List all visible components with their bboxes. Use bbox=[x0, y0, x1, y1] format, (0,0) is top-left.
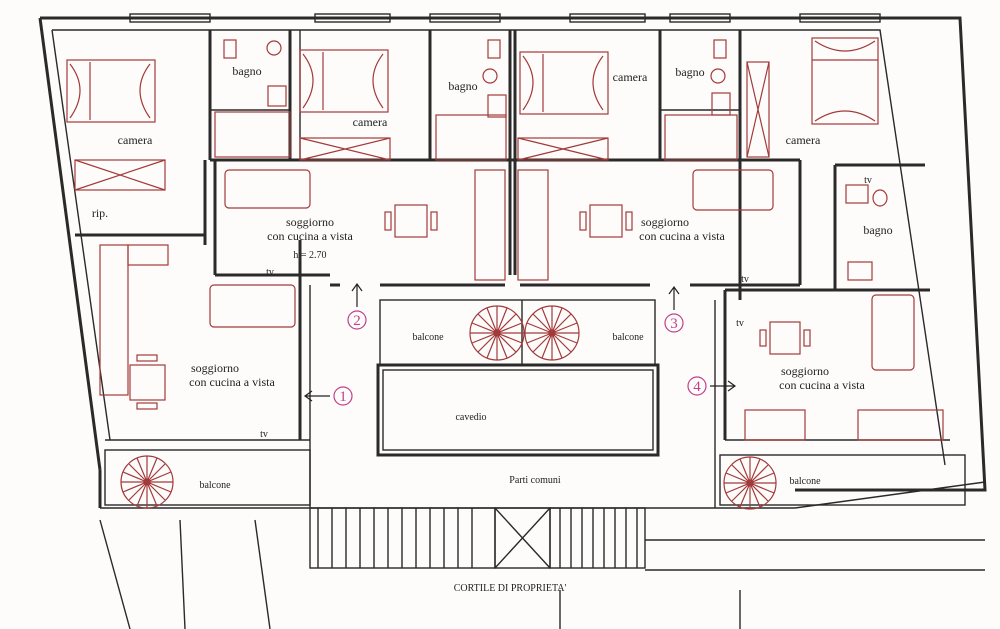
dining-tables bbox=[129, 204, 811, 410]
label-camera-1: camera bbox=[118, 133, 153, 147]
unit-marker-1[interactable]: 1 bbox=[303, 386, 353, 406]
label-tv-3: tv bbox=[260, 429, 268, 440]
interior-walls bbox=[75, 30, 950, 508]
unit-marker-3[interactable]: 3 bbox=[664, 285, 684, 333]
wardrobes bbox=[74, 61, 770, 191]
label-parti-comuni: Parti comuni bbox=[509, 475, 561, 486]
exterior-walls bbox=[38, 16, 987, 509]
courtyard-lines bbox=[99, 519, 985, 629]
label-tv-2: tv bbox=[741, 274, 749, 285]
label-soggiorno-3: soggiorno bbox=[641, 215, 689, 229]
svg-text:2: 2 bbox=[353, 313, 361, 329]
label-soggiorno-3b: con cucina a vista bbox=[639, 229, 725, 243]
label-tv-5: tv bbox=[864, 175, 872, 186]
label-bagno-1: bagno bbox=[232, 64, 261, 78]
label-camera-4: camera bbox=[786, 133, 821, 147]
room-labels: camera camera camera camera bagno bagno … bbox=[92, 64, 893, 594]
unit-marker-4[interactable]: 4 bbox=[687, 376, 737, 396]
svg-text:3: 3 bbox=[670, 316, 678, 332]
spiral-stairs bbox=[120, 305, 777, 510]
label-soggiorno-1b: con cucina a vista bbox=[189, 375, 275, 389]
bottom-right-balcone bbox=[719, 454, 966, 506]
label-balcone-1: balcone bbox=[199, 480, 231, 491]
label-rip: rip. bbox=[92, 206, 108, 220]
label-bagno-4: bagno bbox=[863, 223, 892, 237]
label-balcone-2: balcone bbox=[412, 332, 444, 343]
stair-treads bbox=[317, 508, 638, 568]
label-soggiorno-4: soggiorno bbox=[781, 364, 829, 378]
bathroom-fixtures bbox=[214, 39, 888, 281]
label-camera-3: camera bbox=[613, 70, 648, 84]
svg-text:1: 1 bbox=[339, 389, 347, 405]
label-soggiorno-1: soggiorno bbox=[191, 361, 239, 375]
label-camera-2: camera bbox=[353, 115, 388, 129]
bottom-left-balcone bbox=[104, 449, 311, 506]
sofas bbox=[209, 169, 915, 371]
label-tv-4: tv bbox=[736, 318, 744, 329]
label-tv-1: tv bbox=[266, 267, 274, 278]
beds bbox=[66, 37, 879, 125]
svg-text:4: 4 bbox=[693, 379, 701, 395]
label-cavedio: cavedio bbox=[455, 412, 486, 423]
label-balcone-4: balcone bbox=[789, 476, 821, 487]
label-soggiorno-4b: con cucina a vista bbox=[779, 378, 865, 392]
label-soggiorno-2b: con cucina a vista bbox=[267, 229, 353, 243]
unit-marker-2[interactable]: 2 bbox=[347, 282, 367, 330]
label-cortile: CORTILE DI PROPRIETA' bbox=[454, 583, 567, 594]
label-height: h = 2.70 bbox=[293, 250, 326, 261]
label-bagno-3: bagno bbox=[675, 65, 704, 79]
label-balcone-3: balcone bbox=[612, 332, 644, 343]
kitchen-counters bbox=[99, 169, 944, 441]
cavedio-block bbox=[376, 363, 660, 457]
label-bagno-2: bagno bbox=[448, 79, 477, 93]
window-marks bbox=[129, 13, 881, 23]
label-soggiorno-2: soggiorno bbox=[286, 215, 334, 229]
